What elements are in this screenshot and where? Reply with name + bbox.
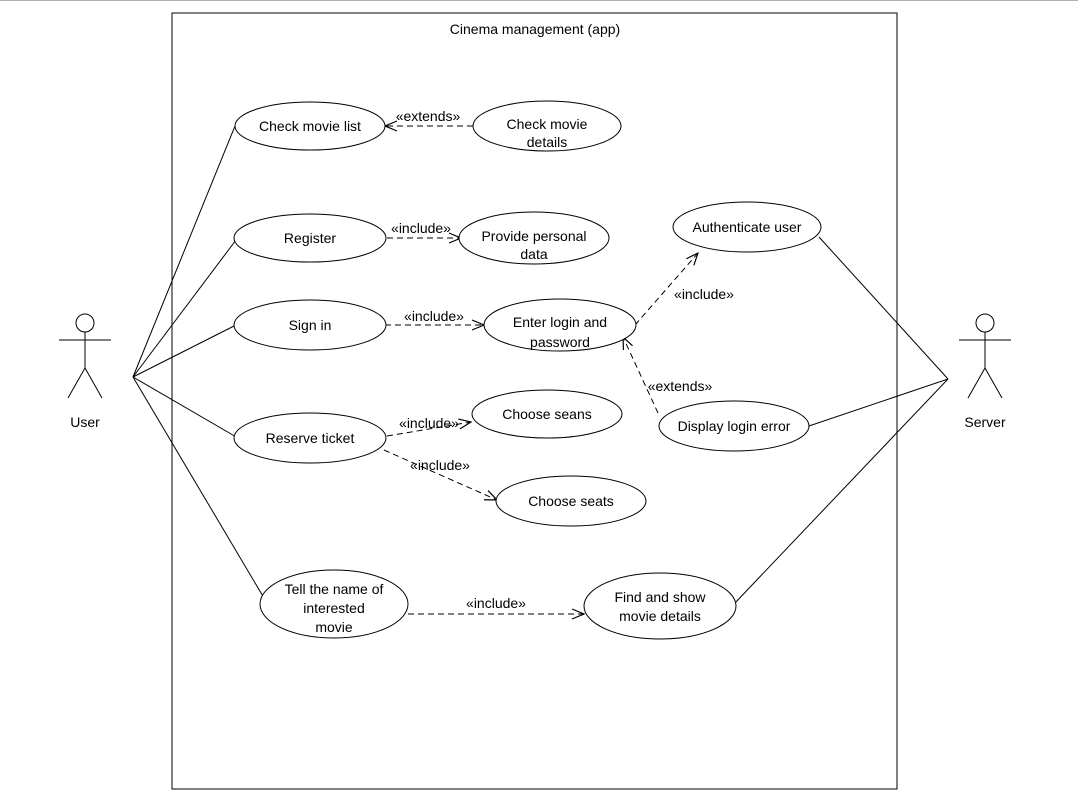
top-border	[0, 0, 1078, 1]
use-case-check-movie-details[interactable]: Check movie details	[472, 100, 622, 152]
dependency-labels: «extends» «include» «include» «include» …	[391, 108, 734, 611]
use-case-label: Check movie	[507, 116, 588, 132]
label-register-includes-data: «include»	[391, 220, 451, 236]
use-case-find-show-movie[interactable]: Find and show movie details	[583, 572, 737, 640]
label-reserve-includes-seats: «include»	[410, 457, 470, 473]
use-case-display-login-error[interactable]: Display login error	[658, 400, 810, 452]
use-case-choose-seans[interactable]: Choose seans	[471, 389, 623, 439]
use-cases: Check movie list Check movie details Reg…	[233, 100, 822, 640]
system-boundary	[171, 12, 898, 790]
use-case-label: Authenticate user	[693, 219, 802, 235]
use-case-provide-personal-data[interactable]: Provide personal data	[458, 211, 610, 265]
label-reserve-includes-seans: «include»	[399, 415, 459, 431]
use-case-label: details	[527, 134, 567, 150]
use-case-label: Reserve ticket	[266, 430, 355, 446]
use-case-label: Display login error	[678, 418, 791, 434]
use-case-choose-seats[interactable]: Choose seats	[495, 475, 647, 527]
use-case-label: data	[520, 246, 547, 262]
label-tell-includes-find: «include»	[466, 595, 526, 611]
dep-reserve-includes-seans	[386, 422, 471, 437]
actor-user[interactable]	[59, 313, 111, 399]
label-signin-includes-login: «include»	[404, 308, 464, 324]
label-details-extends-list: «extends»	[396, 108, 461, 124]
actor-user-label: User	[70, 414, 100, 430]
use-case-label: password	[530, 334, 590, 350]
use-case-enter-login[interactable]: Enter login and password	[483, 298, 637, 352]
use-case-label: movie details	[619, 608, 701, 624]
use-case-label: Sign in	[289, 317, 332, 333]
use-case-tell-movie-name[interactable]: Tell the name of interested movie	[259, 569, 409, 639]
dep-login-includes-auth	[634, 253, 698, 326]
use-case-label: Find and show	[614, 589, 706, 605]
use-case-label: interested	[303, 600, 364, 616]
dependencies	[383, 126, 698, 614]
use-case-label: Tell the name of	[285, 581, 384, 597]
label-login-includes-auth: «include»	[674, 286, 734, 302]
use-case-label: Choose seats	[528, 493, 614, 509]
user-associations	[132, 125, 265, 599]
use-case-check-movie-list[interactable]: Check movie list	[234, 101, 386, 151]
use-case-reserve-ticket[interactable]: Reserve ticket	[233, 412, 387, 464]
dep-error-extends-login	[623, 337, 659, 414]
server-associations	[733, 236, 949, 605]
use-case-label: Provide personal	[481, 228, 586, 244]
actor-server[interactable]	[959, 313, 1011, 399]
use-case-label: Register	[284, 230, 336, 246]
use-case-authenticate-user[interactable]: Authenticate user	[672, 201, 822, 253]
label-error-extends-login: «extends»	[648, 378, 713, 394]
use-case-label: Check movie list	[259, 118, 361, 134]
use-case-sign-in[interactable]: Sign in	[233, 299, 387, 351]
actor-server-label: Server	[964, 414, 1006, 430]
use-case-label: movie	[315, 619, 353, 635]
dep-reserve-includes-seats	[383, 449, 497, 500]
use-case-label: Enter login and	[513, 314, 607, 330]
use-case-register[interactable]: Register	[233, 213, 387, 263]
use-case-label: Choose seans	[502, 406, 592, 422]
system-title: Cinema management (app)	[450, 21, 620, 37]
